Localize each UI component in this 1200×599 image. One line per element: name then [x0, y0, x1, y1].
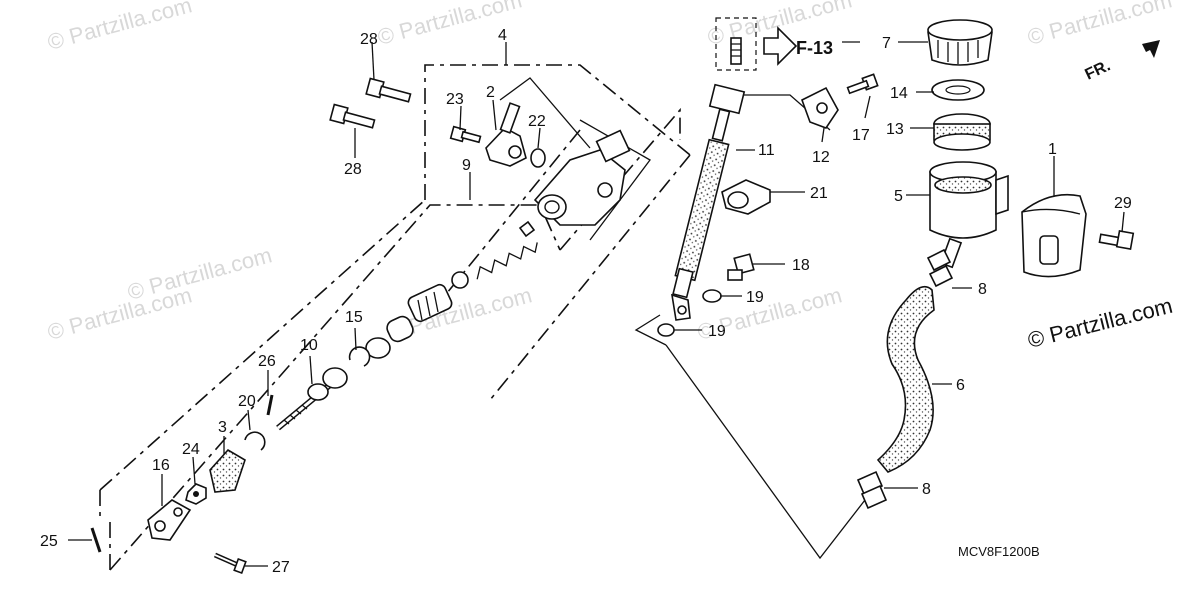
callout-10: 10 [300, 337, 318, 354]
callout-28-lower: 28 [344, 161, 362, 178]
callout-8-upper: 8 [978, 281, 987, 298]
part-8-hose-clip-lower[interactable] [856, 470, 888, 510]
part-24-nut[interactable] [185, 483, 207, 505]
group-9-bottom-edge [424, 129, 581, 321]
front-direction-indicator: FR. [1083, 40, 1160, 84]
routing-line [665, 344, 866, 560]
routing-line [579, 119, 651, 241]
hose-bolt-inset [715, 17, 757, 71]
part-25-pin[interactable] [90, 527, 102, 553]
diagram-code: MCV8F1200B [958, 544, 1040, 559]
callout-8-lower: 8 [922, 481, 931, 498]
part-11-reservoir-hose[interactable] [671, 83, 746, 321]
part-18-bolt[interactable] [727, 253, 755, 281]
part-13-diaphragm[interactable] [933, 113, 991, 151]
callout-22: 22 [528, 113, 546, 130]
callout-24: 24 [182, 441, 200, 458]
callout-14: 14 [890, 85, 908, 102]
callout-9: 9 [462, 157, 471, 174]
part-22-o-ring[interactable] [530, 148, 546, 168]
callout-23: 23 [446, 91, 464, 108]
part-19-washer-lower[interactable] [657, 323, 675, 337]
part-2-joint[interactable] [485, 102, 527, 167]
callout-5: 5 [894, 188, 903, 205]
master-cylinder-body[interactable] [533, 129, 631, 226]
callout-26: 26 [258, 353, 276, 370]
routing-line [634, 314, 667, 346]
callout-19-lower: 19 [708, 323, 726, 340]
callout-25: 25 [40, 533, 58, 550]
front-label: FR. [1083, 57, 1114, 83]
callout-17: 17 [852, 127, 870, 144]
part-5-reservoir[interactable] [929, 161, 1009, 269]
part-26-cotter-pin[interactable] [266, 394, 274, 416]
part-9-spring[interactable] [473, 220, 541, 280]
arrow-up-right-icon [1118, 40, 1160, 66]
reference-arrow: F-13 [763, 26, 833, 66]
callout-12: 12 [812, 149, 830, 166]
piston-cup-secondary[interactable] [384, 314, 415, 344]
callout-18: 18 [792, 257, 810, 274]
callout-19-upper: 19 [746, 289, 764, 306]
part-7-reservoir-cap[interactable] [927, 19, 993, 66]
callout-7: 7 [882, 35, 891, 52]
part-8-hose-clip-upper[interactable] [926, 248, 954, 288]
part-6-reservoir-hose[interactable] [876, 285, 935, 473]
part-1-reservoir-cover[interactable] [1021, 193, 1087, 278]
callout-3: 3 [218, 419, 227, 436]
group-4-outline [424, 64, 691, 200]
part-29-bolt[interactable] [1098, 229, 1135, 251]
part-15-circlip[interactable] [348, 346, 371, 367]
leader-lines [68, 41, 1125, 567]
callout-6: 6 [956, 377, 965, 394]
group-9-outline [109, 204, 561, 571]
copyright-notice: © Partzilla.com [1025, 293, 1175, 353]
part-12-clamp[interactable] [801, 86, 839, 129]
part-14-plate[interactable] [931, 79, 985, 101]
piston-cup-primary[interactable] [406, 283, 453, 323]
callout-11: 11 [758, 142, 775, 159]
watermark: © Partzilla.com [45, 0, 195, 55]
part-28-bolt-lower[interactable] [329, 103, 376, 129]
callout-labels: 28 28 4 23 2 22 9 11 7 14 13 17 12 5 1 2… [40, 27, 1132, 576]
callout-15: 15 [345, 309, 363, 326]
part-27-joint-pin[interactable] [213, 552, 247, 575]
right-arrow-icon [763, 26, 798, 66]
part-10-push-rod[interactable] [276, 367, 348, 431]
callout-13: 13 [886, 121, 904, 138]
part-23-bolt[interactable] [449, 125, 482, 144]
piston[interactable] [365, 337, 391, 359]
group-4-bottom-edge [489, 154, 691, 401]
part-17-screw[interactable] [846, 73, 879, 95]
watermark: © Partzilla.com [125, 242, 275, 305]
callout-20: 20 [238, 393, 256, 410]
part-3-joint[interactable] [209, 448, 246, 493]
group-4-left-edge [99, 199, 426, 491]
callout-29: 29 [1114, 195, 1132, 212]
part-16-clevis[interactable] [147, 499, 192, 541]
callout-16: 16 [152, 457, 170, 474]
callout-21: 21 [810, 185, 828, 202]
part-19-washer-upper[interactable] [702, 289, 722, 303]
spring-seat[interactable] [451, 271, 469, 289]
group-9-top-edge [559, 107, 681, 251]
part-21-hose-clamp[interactable] [721, 179, 771, 215]
callout-28-upper: 28 [360, 31, 378, 48]
callout-2: 2 [486, 84, 495, 101]
part-20-clip[interactable] [244, 431, 266, 451]
callout-4: 4 [498, 27, 507, 44]
part-28-bolt-upper[interactable] [365, 77, 412, 103]
assembly-group-outlines [99, 64, 691, 571]
callout-1: 1 [1048, 141, 1057, 158]
reference-label: F-13 [796, 38, 833, 58]
callout-27: 27 [272, 559, 290, 576]
